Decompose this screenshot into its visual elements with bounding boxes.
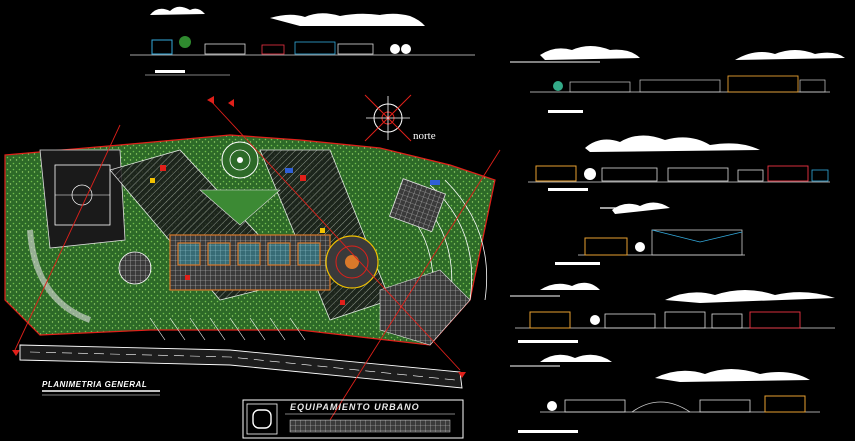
- elevation-5: [510, 354, 820, 433]
- elevation-3: [555, 202, 745, 265]
- elevation-1: [510, 46, 845, 113]
- north-label: norte: [413, 130, 436, 142]
- title-block-text: EQUIPAMIENTO URBANO: [290, 402, 420, 412]
- elevation-4: [510, 282, 835, 343]
- title-block: [242, 399, 464, 439]
- plan-title: PLANIMETRIA GENERAL: [42, 380, 148, 389]
- north-arrow-icon: [364, 94, 412, 142]
- elevation-2: [528, 135, 830, 209]
- elevation-top: [130, 6, 475, 76]
- site-plan: [4, 96, 501, 427]
